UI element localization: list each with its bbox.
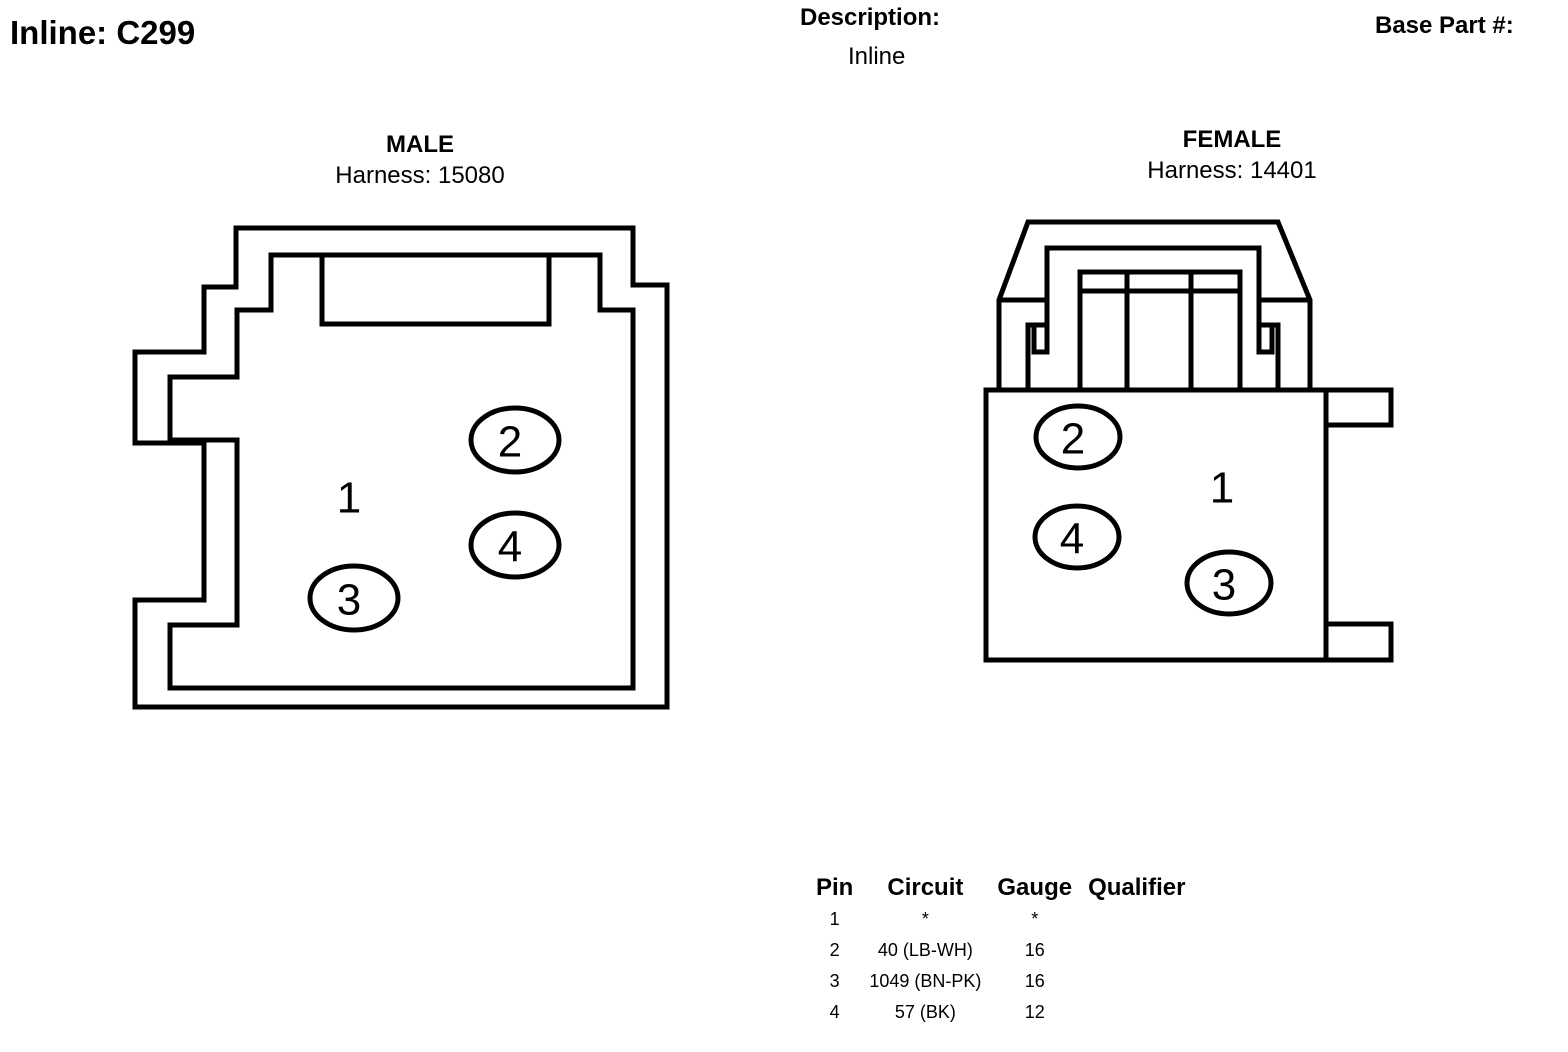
connector-title: Inline: C299: [10, 14, 196, 51]
female-body: [983, 387, 1329, 663]
female-pin-4-circle: [1032, 503, 1122, 571]
male-pin-1-label: 1: [337, 474, 361, 523]
description-label: Description:: [800, 4, 941, 31]
table-row: 3 1049 (BN-PK) 16: [808, 966, 1193, 997]
qualifier-cell: [1080, 997, 1193, 1028]
male-pin-2-circle: [468, 405, 562, 475]
male-harness: Harness: 15080: [335, 162, 505, 189]
male-outer-housing: [132, 225, 670, 710]
pin-table: Pin Circuit Gauge Qualifier 1 * * 2 40 (…: [808, 872, 1193, 1028]
female-pin-2-circle: [1033, 403, 1123, 471]
qualifier-cell: [1080, 935, 1193, 966]
male-pin-4-label: 4: [498, 523, 522, 572]
table-row: 2 40 (LB-WH) 16: [808, 935, 1193, 966]
gauge-cell: 12: [1024, 1002, 1045, 1022]
circuit-cell: 57 (BK): [894, 1002, 956, 1022]
pin-table-header: Pin Circuit Gauge Qualifier: [808, 872, 1193, 904]
gauge-cell: 16: [1024, 940, 1045, 960]
female-pin-3-circle: [1184, 549, 1274, 617]
gauge-cell: *: [1031, 909, 1039, 929]
gauge-cell: 16: [1024, 971, 1045, 991]
base-part-label: Base Part #:: [1375, 12, 1514, 39]
header-qualifier: Qualifier: [1088, 874, 1186, 901]
female-lock-detail: [1031, 322, 1050, 355]
female-pin-3-label: 3: [1212, 561, 1236, 610]
male-locking-tab: [319, 252, 552, 327]
female-right-tab-top: [1326, 387, 1394, 428]
female-lock-detail: [1256, 322, 1275, 355]
circuit-cell: 40 (LB-WH): [877, 940, 973, 960]
female-pin-1-label: 1: [1210, 464, 1234, 513]
male-title: MALE: [386, 131, 454, 158]
circuit-cell: *: [921, 909, 929, 929]
table-row: 1 * *: [808, 904, 1193, 935]
female-inner-latch: [1025, 245, 1281, 388]
pin-cell: 1: [829, 909, 840, 929]
male-connector-face: 1 2 4 3: [132, 225, 670, 710]
pin-cell: 4: [829, 1002, 840, 1022]
female-harness: Harness: 14401: [1147, 157, 1317, 184]
male-pin-3-label: 3: [337, 576, 361, 625]
female-right-tab-bottom: [1326, 621, 1394, 663]
male-pin-2-label: 2: [498, 418, 522, 467]
male-inner-cavity: [167, 252, 636, 691]
qualifier-cell: [1080, 966, 1193, 997]
pin-cell: 3: [829, 971, 840, 991]
description-value: Inline: [848, 43, 906, 70]
table-row: 4 57 (BK) 12: [808, 997, 1193, 1028]
female-connector-face: 1 2 4 3: [983, 219, 1394, 663]
male-pin-4-circle: [468, 510, 562, 580]
male-pin-3-circle: [307, 563, 401, 633]
female-terminal-bar: [1077, 269, 1243, 388]
qualifier-cell: [1080, 904, 1193, 935]
header-pin: Pin: [816, 874, 854, 901]
female-pin-4-label: 4: [1060, 515, 1084, 564]
header-gauge: Gauge: [997, 874, 1073, 901]
pin-cell: 2: [829, 940, 840, 960]
female-pin-2-label: 2: [1061, 415, 1085, 464]
header-circuit: Circuit: [887, 874, 964, 901]
circuit-cell: 1049 (BN-PK): [869, 971, 982, 991]
female-outer-latch: [996, 219, 1313, 388]
female-title: FEMALE: [1182, 126, 1282, 153]
